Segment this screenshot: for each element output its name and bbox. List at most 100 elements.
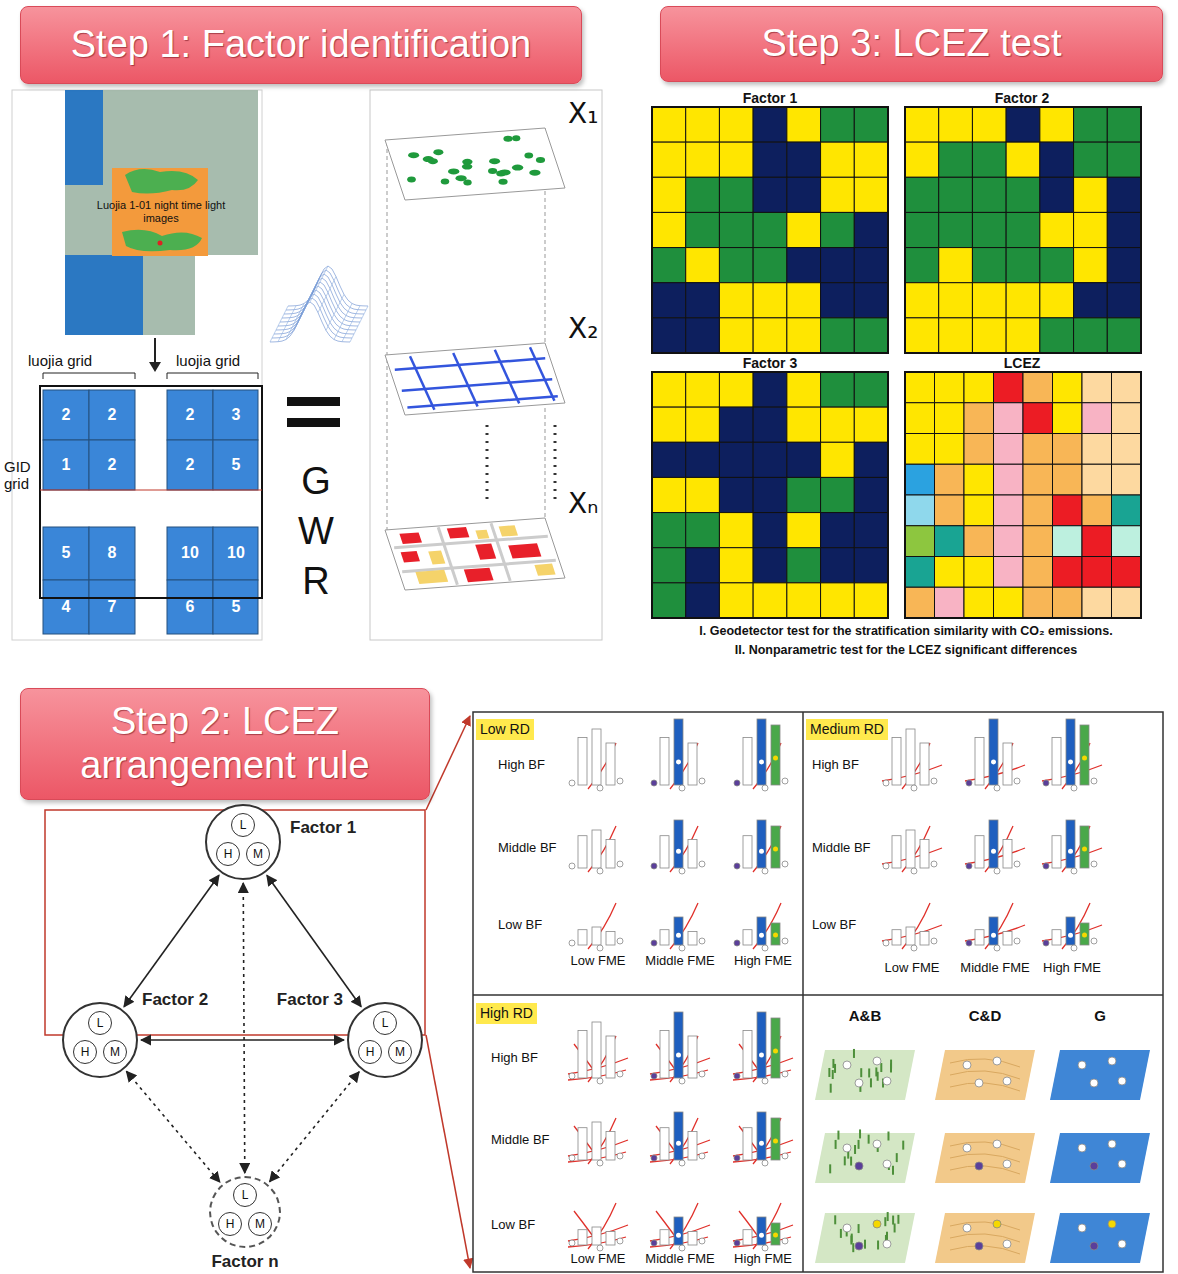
illustration-shape <box>43 440 89 490</box>
zone-cell <box>972 248 1006 283</box>
zone-cell <box>1006 212 1040 247</box>
poi-dot <box>1078 1061 1086 1069</box>
grid-label: luojia grid <box>176 352 240 369</box>
illustration-shape <box>213 580 258 634</box>
building-block <box>475 544 496 560</box>
zone-cell <box>1040 107 1074 142</box>
zone-cell <box>652 283 686 318</box>
poi-dot <box>597 785 603 791</box>
level-circle: L <box>231 813 255 837</box>
tree-mark <box>887 1212 889 1221</box>
poi-dot <box>1082 847 1087 852</box>
relation-arrow <box>270 1072 359 1182</box>
green-patch <box>433 149 443 155</box>
poi-dot <box>597 1078 603 1084</box>
zone-cell <box>787 177 821 212</box>
zone-cell <box>854 583 888 618</box>
zone-cell <box>1040 283 1074 318</box>
zone-cell <box>787 283 821 318</box>
tree-mark <box>892 1216 894 1225</box>
zone-cell <box>1112 495 1142 526</box>
green-patch <box>408 152 419 158</box>
poi-dot <box>843 1061 851 1069</box>
zone-cell <box>753 477 787 512</box>
zone-cell <box>719 248 753 283</box>
flow-arrow <box>154 338 156 364</box>
poi-dot <box>597 1160 603 1166</box>
zone-cell <box>1023 464 1053 495</box>
green-patch <box>441 179 449 185</box>
zone-cell <box>821 177 855 212</box>
cell-value: 2 <box>108 456 117 474</box>
flow-arrow <box>149 362 161 372</box>
poi-dot <box>617 1238 623 1244</box>
tree-mark <box>877 1072 879 1081</box>
tree-mark <box>851 1234 853 1243</box>
green-patch <box>524 153 533 159</box>
factor-circle: Factor 1LHM <box>205 804 281 880</box>
zone-cell <box>1053 434 1083 465</box>
road-line <box>588 1118 616 1164</box>
zone-cell <box>1107 107 1141 142</box>
tree-mark <box>859 1129 861 1138</box>
test-note: I. Geodetector test for the stratificati… <box>699 624 1112 638</box>
zone-cell <box>1040 177 1074 212</box>
zone-cell <box>964 557 994 588</box>
land-tile <box>935 1050 1035 1100</box>
poi-dot <box>759 759 764 764</box>
poi-dot <box>855 1162 863 1170</box>
zone-map-frame <box>905 372 1141 618</box>
poi-dot <box>762 868 768 874</box>
building-bar <box>592 1122 601 1160</box>
poi-dot <box>911 945 917 951</box>
building-bar <box>1080 923 1089 945</box>
zone-cell <box>1112 403 1142 434</box>
building-block <box>401 551 420 562</box>
zone-cell <box>1107 212 1141 247</box>
tree-mark <box>835 1140 837 1149</box>
road-line <box>588 826 616 872</box>
green-patch <box>498 179 507 185</box>
road-line <box>1042 848 1102 864</box>
zone-cell <box>1023 372 1053 403</box>
poi-dot <box>759 1052 764 1057</box>
zone-cell <box>753 372 787 407</box>
illustration-shape <box>167 527 213 580</box>
cell-value: 3 <box>232 406 241 424</box>
axis-label: Middle BF <box>491 1133 550 1148</box>
zone-cell <box>1053 372 1083 403</box>
zone-cell <box>1074 142 1108 177</box>
poi-dot <box>773 1049 778 1054</box>
road-line <box>438 527 457 585</box>
kernel-mesh <box>310 266 328 302</box>
poi-dot <box>773 847 778 852</box>
step-banner: Step 2: LCEZ arrangement rule <box>20 688 430 800</box>
tree-mark <box>858 1224 860 1233</box>
green-patch <box>462 164 472 170</box>
zone-cell <box>719 442 753 477</box>
poi-dot <box>773 1139 778 1144</box>
building-bar <box>1003 932 1012 946</box>
green-patch <box>463 180 471 186</box>
road-line <box>882 925 942 941</box>
tree-mark <box>850 1157 852 1166</box>
poi-dot <box>759 933 764 938</box>
building-block <box>508 543 541 558</box>
zone-cell <box>1053 403 1083 434</box>
kernel-mesh <box>272 298 352 338</box>
zone-cell <box>1074 212 1108 247</box>
zone-cell <box>1023 403 1053 434</box>
road-line <box>574 1126 602 1164</box>
level-circle: L <box>373 1011 397 1035</box>
kernel-mesh <box>302 277 320 313</box>
illustration-shape <box>89 440 135 490</box>
poi-dot <box>617 1153 623 1159</box>
building-bar <box>606 743 615 785</box>
zone-cell <box>686 583 720 618</box>
tree-mark <box>853 1049 855 1058</box>
axis-label: Low BF <box>812 918 856 933</box>
level-letter: M <box>395 1045 405 1059</box>
poi-dot <box>762 785 768 791</box>
green-patch <box>428 158 438 164</box>
poi-dot <box>569 1155 575 1161</box>
